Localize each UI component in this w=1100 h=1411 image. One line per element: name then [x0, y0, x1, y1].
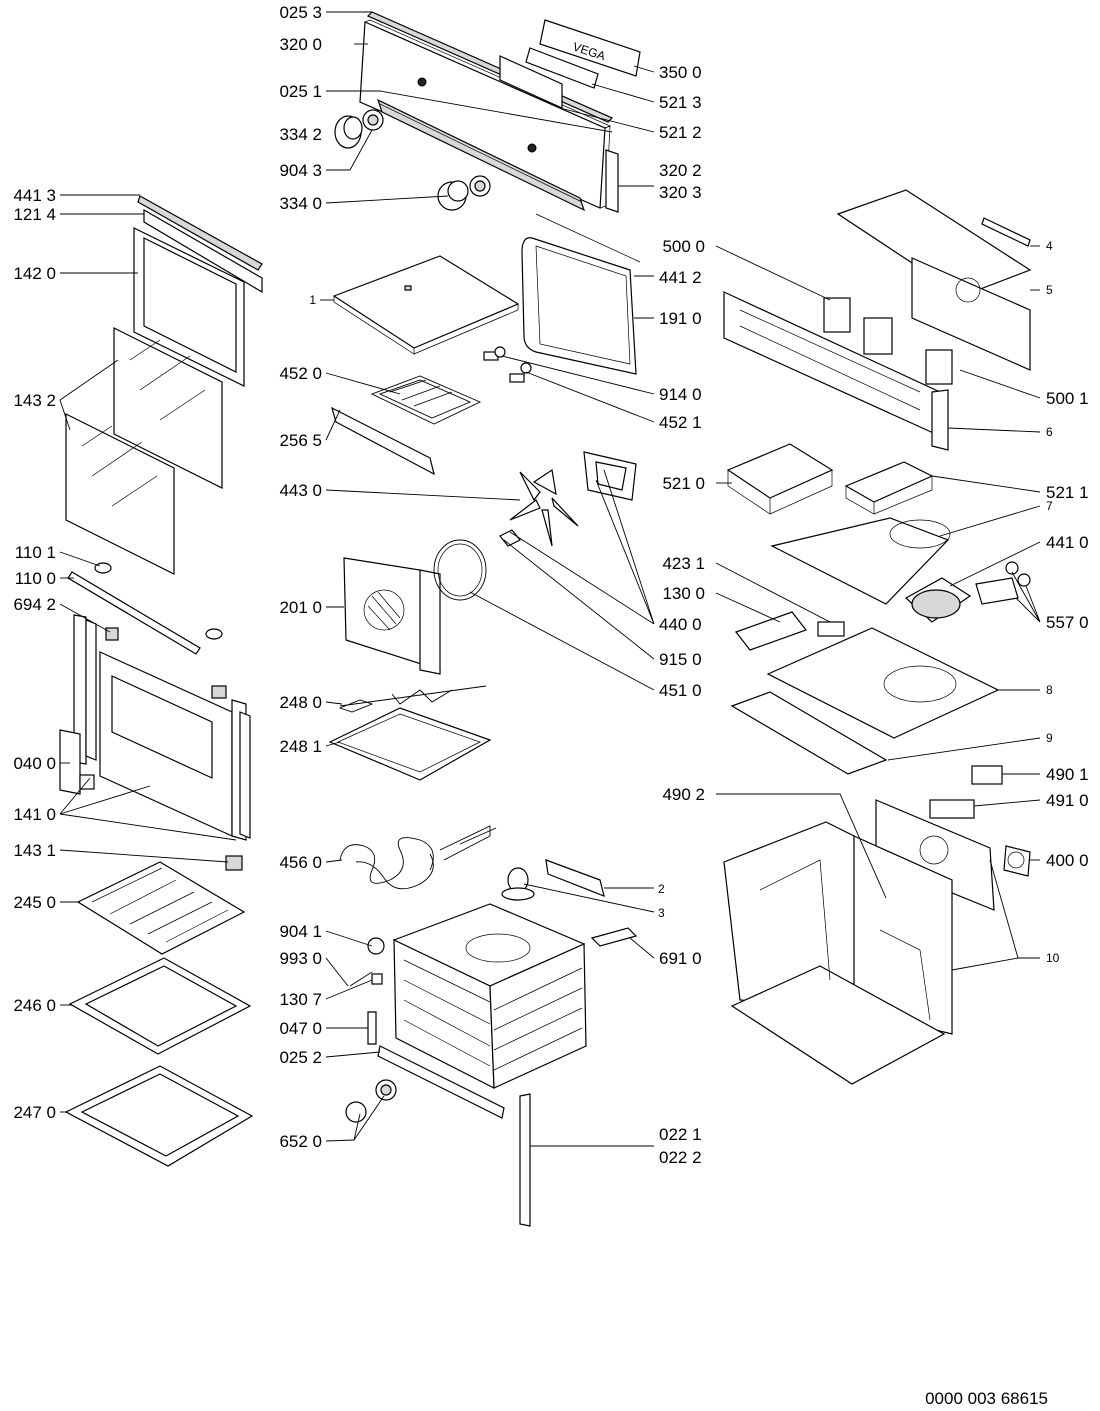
label-441-0: 441 0 — [1046, 533, 1089, 552]
label-521-3: 521 3 — [659, 93, 702, 112]
part-labels: 025 3 320 0 025 1 334 2 904 3 334 0 350 … — [13, 3, 1088, 1167]
label-248-0: 248 0 — [279, 693, 322, 712]
label-521-1: 521 1 — [1046, 483, 1089, 502]
label-500-1: 500 1 — [1046, 389, 1089, 408]
label-7: 7 — [1046, 499, 1053, 513]
label-441-2: 441 2 — [659, 268, 702, 287]
label-490-2: 490 2 — [662, 785, 705, 804]
label-6: 6 — [1046, 425, 1053, 439]
label-452-1: 452 1 — [659, 413, 702, 432]
label-914-0: 914 0 — [659, 385, 702, 404]
label-320-0: 320 0 — [279, 35, 322, 54]
label-334-2: 334 2 — [279, 125, 322, 144]
label-143-1: 143 1 — [13, 841, 56, 860]
label-440-0: 440 0 — [659, 615, 702, 634]
label-451-0: 451 0 — [659, 681, 702, 700]
label-110-1: 110 1 — [15, 543, 56, 562]
label-652-0: 652 0 — [279, 1132, 322, 1151]
label-025-3: 025 3 — [279, 3, 322, 22]
label-110-0: 110 0 — [15, 569, 56, 588]
label-201-0: 201 0 — [279, 598, 322, 617]
label-490-1: 490 1 — [1046, 765, 1089, 784]
label-441-3: 441 3 — [13, 186, 56, 205]
label-350-0: 350 0 — [659, 63, 702, 82]
oven-interior-group — [328, 213, 641, 1227]
label-2: 2 — [658, 882, 665, 896]
label-320-2: 320 2 — [659, 161, 702, 180]
label-400-0: 400 0 — [1046, 851, 1089, 870]
label-452-0: 452 0 — [279, 364, 322, 383]
label-904-1: 904 1 — [279, 922, 322, 941]
label-040-0: 040 0 — [13, 754, 56, 773]
label-022-2: 022 2 — [659, 1148, 702, 1167]
label-130-7: 130 7 — [279, 990, 322, 1009]
label-246-0: 246 0 — [13, 996, 56, 1015]
label-8: 8 — [1046, 683, 1053, 697]
label-256-5: 256 5 — [279, 431, 322, 450]
label-691-0: 691 0 — [659, 949, 702, 968]
label-694-2: 694 2 — [13, 595, 56, 614]
label-4: 4 — [1046, 239, 1053, 253]
label-245-0: 245 0 — [13, 893, 56, 912]
document-number: 0000 003 68615 — [925, 1389, 1048, 1408]
label-141-0: 141 0 — [13, 805, 56, 824]
label-320-3: 320 3 — [659, 183, 702, 202]
label-247-0: 247 0 — [13, 1103, 56, 1122]
label-443-0: 443 0 — [279, 481, 322, 500]
label-993-0: 993 0 — [279, 949, 322, 968]
label-500-0: 500 0 — [662, 237, 705, 256]
label-047-0: 047 0 — [279, 1019, 322, 1038]
label-491-0: 491 0 — [1046, 791, 1089, 810]
label-456-0: 456 0 — [279, 853, 322, 872]
control-panel-group: VEGA — [334, 11, 641, 213]
label-334-0: 334 0 — [279, 194, 322, 213]
label-025-2: 025 2 — [279, 1048, 322, 1067]
label-557-0: 557 0 — [1046, 613, 1089, 632]
label-521-0: 521 0 — [662, 474, 705, 493]
label-130-0: 130 0 — [662, 584, 705, 603]
right-components-group — [723, 189, 1032, 1085]
leader-lines — [59, 11, 1041, 1147]
label-904-3: 904 3 — [279, 161, 322, 180]
label-191-0: 191 0 — [659, 309, 702, 328]
label-3: 3 — [658, 906, 665, 920]
label-521-2: 521 2 — [659, 123, 702, 142]
label-248-1: 248 1 — [279, 737, 322, 756]
label-10: 10 — [1046, 951, 1060, 965]
label-915-0: 915 0 — [659, 650, 702, 669]
label-5: 5 — [1046, 283, 1053, 297]
label-143-2: 143 2 — [13, 391, 56, 410]
label-121-4: 121 4 — [13, 205, 56, 224]
label-1: 1 — [309, 293, 316, 307]
label-142-0: 142 0 — [13, 264, 56, 283]
label-022-1: 022 1 — [659, 1125, 702, 1144]
label-9: 9 — [1046, 731, 1053, 745]
door-group — [59, 195, 263, 1167]
label-025-1: 025 1 — [279, 82, 322, 101]
label-423-1: 423 1 — [662, 554, 705, 573]
